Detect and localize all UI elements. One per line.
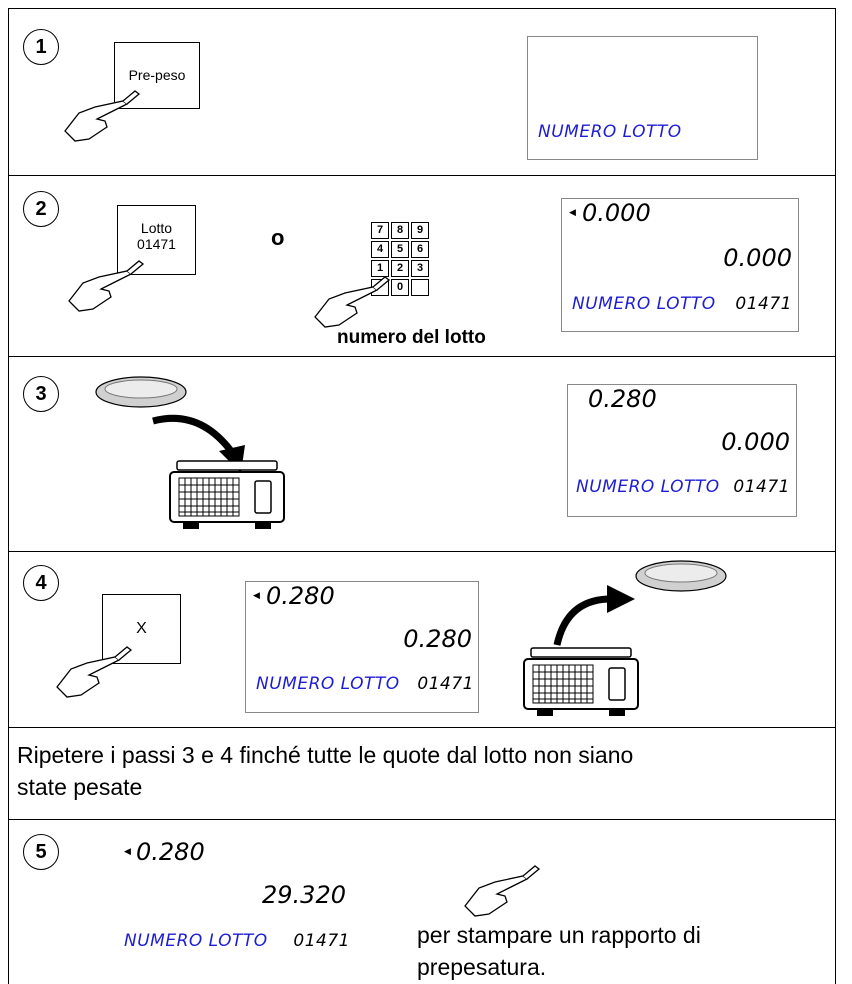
- keypad-key[interactable]: [411, 279, 429, 296]
- display-lot-number: 01471: [735, 294, 792, 314]
- lcd-display: ◀ 0.280 0.280 NUMERO LOTTO 01471: [245, 581, 479, 713]
- keypad-key[interactable]: 6: [411, 241, 429, 258]
- keypad-key[interactable]: 1: [371, 260, 389, 277]
- step-2-row: 2 Lotto 01471 o 7 8 9 4 5 6 1 2 3 0 nu: [9, 175, 835, 357]
- indicator-arrow-icon: ◀: [124, 846, 131, 856]
- display-label: NUMERO LOTTO: [256, 674, 400, 694]
- display-label: NUMERO LOTTO: [576, 477, 720, 497]
- step-number: 5: [23, 834, 59, 870]
- display-top-value: 0.280: [588, 385, 657, 413]
- pointing-hand-icon: [56, 646, 133, 698]
- keypad-key[interactable]: 2: [391, 260, 409, 277]
- display-lot-number: 01471: [293, 931, 350, 951]
- display-middle-value: 0.000: [721, 428, 790, 456]
- display-label: NUMERO LOTTO: [572, 294, 716, 314]
- x-key[interactable]: X: [102, 594, 181, 664]
- display-top-value: 0.280: [266, 582, 335, 610]
- scale-icon: [523, 647, 639, 716]
- or-text: o: [271, 225, 285, 250]
- step-number: 4: [23, 565, 59, 601]
- numeric-keypad: 7 8 9 4 5 6 1 2 3 0: [371, 222, 429, 296]
- indicator-arrow-icon: ◀: [569, 207, 576, 217]
- repeat-note-row: Ripetere i passi 3 e 4 finché tutte le q…: [9, 727, 835, 820]
- step-5-row: 5 ◀ 0.280 29.320 NUMERO LOTTO 01471 per …: [9, 819, 835, 984]
- keypad-caption: numero del lotto: [337, 327, 486, 348]
- display-lot-number: 01471: [417, 674, 474, 694]
- display-label: NUMERO LOTTO: [124, 931, 268, 951]
- display-top-value: 0.280: [136, 838, 205, 866]
- lcd-display: ◀ 0.000 0.000 NUMERO LOTTO 01471: [561, 198, 799, 332]
- scale-icon: [169, 460, 285, 529]
- indicator-arrow-icon: ◀: [253, 590, 260, 600]
- keypad-key[interactable]: 3: [411, 260, 429, 277]
- pointing-hand-icon: [464, 865, 541, 917]
- display-lot-number: 01471: [733, 477, 790, 497]
- step-4-row: 4 X ◀ 0.280 0.280 NUMERO LOTTO 01471: [9, 551, 835, 728]
- keypad-key[interactable]: 9: [411, 222, 429, 239]
- meat-tray-icon: [95, 376, 187, 408]
- step-number: 1: [23, 29, 59, 65]
- meat-tray-icon: [635, 560, 727, 592]
- print-report-text: per stampare un rapporto di prepesatura.: [417, 922, 701, 980]
- display-label: NUMERO LOTTO: [538, 122, 682, 142]
- pointing-hand-icon: [68, 260, 145, 312]
- lotto-key-label: Lotto: [140, 220, 173, 236]
- step-number: 3: [23, 376, 59, 412]
- lotto-key-number: 01471: [137, 236, 176, 252]
- lcd-display: ◀ 0.280 29.320 NUMERO LOTTO 01471: [119, 837, 351, 969]
- arrow-icon: [553, 585, 635, 646]
- lcd-display: NUMERO LOTTO: [527, 36, 758, 160]
- lotto-key[interactable]: Lotto 01471: [117, 205, 196, 275]
- lcd-display: 0.280 0.000 NUMERO LOTTO 01471: [567, 384, 797, 517]
- step-number: 2: [23, 191, 59, 227]
- display-middle-value: 0.280: [403, 625, 472, 653]
- pointing-hand-icon: [64, 90, 141, 142]
- step-1-row: 1 Pre-peso NUMERO LOTTO: [9, 9, 835, 176]
- step-3-row: 3 0.280 0.000 NUMERO LO: [9, 356, 835, 552]
- display-middle-value: 29.320: [262, 881, 346, 909]
- display-middle-value: 0.000: [723, 244, 792, 272]
- keypad-key[interactable]: 0: [391, 279, 409, 296]
- keypad-key[interactable]: 5: [391, 241, 409, 258]
- repeat-note: Ripetere i passi 3 e 4 finché tutte le q…: [17, 742, 634, 800]
- instruction-table: 1 Pre-peso NUMERO LOTTO 2 Lotto 01471 o …: [8, 8, 836, 984]
- keypad-key[interactable]: 8: [391, 222, 409, 239]
- keypad-key[interactable]: 7: [371, 222, 389, 239]
- keypad-key[interactable]: 4: [371, 241, 389, 258]
- display-top-value: 0.000: [582, 199, 651, 227]
- pointing-hand-icon: [314, 276, 391, 328]
